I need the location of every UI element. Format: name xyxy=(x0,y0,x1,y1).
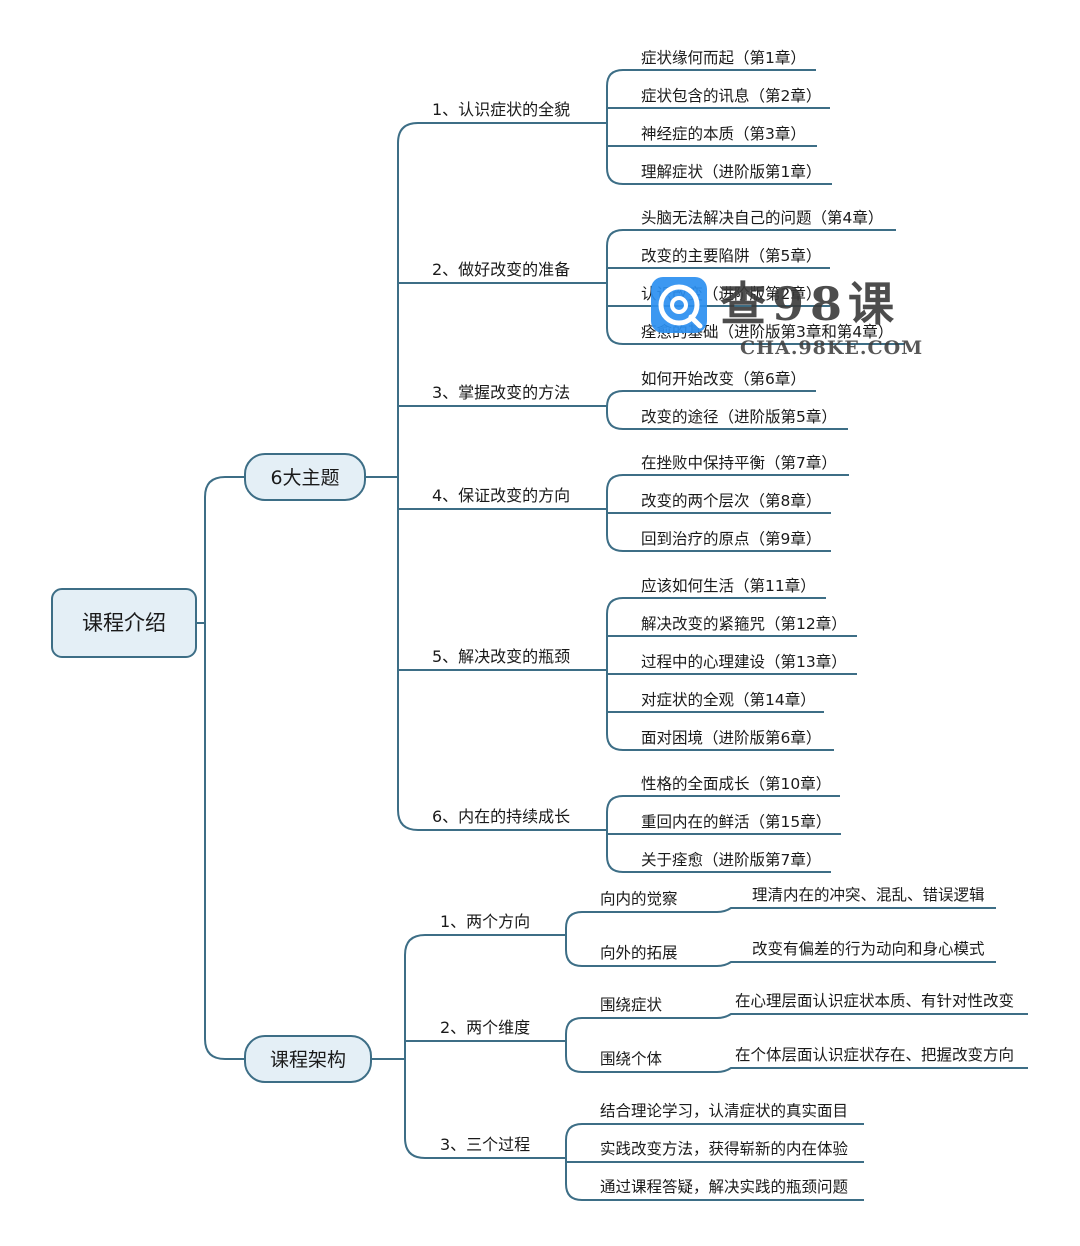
architecture-connector-branch xyxy=(404,934,560,956)
topic-group-6-connector-branch xyxy=(606,855,641,873)
architecture-detail-underline xyxy=(716,1067,1028,1073)
architecture-node: 课程架构 xyxy=(244,1035,372,1083)
topic-leaf: 过程中的心理建设（第13章） xyxy=(641,653,847,671)
architecture-group-1: 1、两个方向 xyxy=(440,912,530,931)
topic-leaf: 改变的途径（进阶版第5章） xyxy=(641,408,837,426)
topic-group-5-connector-branch xyxy=(606,733,641,751)
topic-leaf: 改变的主要陷阱（第5章） xyxy=(641,247,821,265)
topic-leaf: 在挫败中保持平衡（第7章） xyxy=(641,454,837,472)
architecture-detail: 在个体层面认识症状存在、把握改变方向 xyxy=(735,1046,1014,1064)
root-node: 课程介绍 xyxy=(51,588,197,658)
topics-connector-branch xyxy=(397,122,600,144)
topic-leaf: 症状缘何而起（第1章） xyxy=(641,49,806,67)
topic-group-2: 2、做好改变的准备 xyxy=(432,260,570,279)
architecture-leaf: 向内的觉察 xyxy=(600,890,678,908)
topic-leaf: 头脑无法解决自己的问题（第4章） xyxy=(641,209,883,227)
architecture-leaf: 围绕个体 xyxy=(600,1050,663,1068)
topic-group-3: 3、掌握改变的方法 xyxy=(432,383,570,402)
root-node-box xyxy=(51,588,197,658)
architecture-connector-branch xyxy=(404,1137,560,1159)
topics-node-box xyxy=(244,453,366,501)
architecture-detail-underline xyxy=(716,1013,1028,1019)
architecture-leaf: 实践改变方法，获得崭新的内在体验 xyxy=(600,1140,849,1158)
topic-group-2-connector-branch xyxy=(606,229,641,247)
topics-connector-branch xyxy=(397,809,600,831)
topic-leaf: 解决改变的紧箍咒（第12章） xyxy=(641,615,847,633)
topic-leaf: 如何开始改变（第6章） xyxy=(641,370,806,388)
topic-group-3-connector-branch xyxy=(606,390,641,408)
topic-group-4-connector-branch xyxy=(606,534,641,552)
architecture-leaf: 向外的拓展 xyxy=(600,944,678,962)
architecture-group-1-connector-branch xyxy=(565,911,600,929)
logo-icon-ring xyxy=(658,284,700,326)
architecture-group-3-connector-branch xyxy=(565,1183,600,1201)
architecture-leaf: 结合理论学习，认清症状的真实面目 xyxy=(600,1102,848,1120)
topic-group-6: 6、内在的持续成长 xyxy=(432,807,570,826)
logo-icon-tail xyxy=(688,314,703,329)
architecture-detail: 改变有偏差的行为动向和身心模式 xyxy=(752,940,985,958)
architecture-detail-underline xyxy=(716,961,996,967)
root-connector-branch xyxy=(204,476,245,498)
topic-group-4: 4、保证改变的方向 xyxy=(432,486,570,505)
topic-leaf: 神经症的本质（第3章） xyxy=(641,125,806,143)
topic-group-1: 1、认识症状的全貌 xyxy=(432,100,570,119)
topic-group-1-connector-branch xyxy=(606,167,641,185)
topic-group-2-connector-branch xyxy=(606,327,641,345)
topic-group-1-connector-branch xyxy=(606,69,641,87)
architecture-group-2-connector-branch xyxy=(565,1055,600,1073)
architecture-node-label: 课程架构 xyxy=(270,1049,346,1071)
connector-lines xyxy=(196,69,1028,1201)
topic-group-6-connector-branch xyxy=(606,795,641,813)
architecture-group-3: 3、三个过程 xyxy=(440,1135,530,1154)
watermark-title: 查98课 xyxy=(720,277,900,331)
topic-leaf: 面对困境（进阶版第6章） xyxy=(641,728,821,747)
topic-group-5: 5、解决改变的瓶颈 xyxy=(432,647,570,666)
root-connector-branch xyxy=(204,1038,245,1060)
architecture-leaf: 围绕症状 xyxy=(600,996,663,1014)
architecture-group-2-connector-branch xyxy=(565,1017,600,1035)
topic-leaf: 性格的全面成长（第10章） xyxy=(641,775,831,793)
architecture-group-2: 2、两个维度 xyxy=(440,1018,530,1037)
topic-group-4-connector-branch xyxy=(606,474,641,492)
architecture-detail: 在心理层面认识症状本质、有针对性改变 xyxy=(735,992,1014,1010)
topic-group-3-connector-branch xyxy=(606,412,641,430)
watermark: 查98课 CHA.98KE.COM xyxy=(651,277,923,359)
topic-leaf: 理解症状（进阶版第1章） xyxy=(641,163,821,181)
logo-icon-core xyxy=(670,296,688,314)
watermark-logo-icon xyxy=(651,277,707,333)
topic-leaf: 应该如何生活（第11章） xyxy=(641,576,816,595)
topic-leaf: 关于痊愈（进阶版第7章） xyxy=(641,851,821,869)
topic-leaf: 症状包含的讯息（第2章） xyxy=(641,87,821,105)
architecture-detail-underline xyxy=(716,907,996,913)
architecture-node-box xyxy=(244,1035,372,1083)
root-node-label: 课程介绍 xyxy=(82,611,166,635)
watermark-url: CHA.98KE.COM xyxy=(740,337,923,359)
architecture-leaf: 通过课程答疑，解决实践的瓶颈问题 xyxy=(600,1178,848,1196)
topics-node-label: 6大主题 xyxy=(270,467,339,489)
topic-leaf: 对症状的全观（第14章） xyxy=(641,691,816,709)
topic-leaf: 回到治疗的原点（第9章） xyxy=(641,530,821,548)
topics-node: 6大主题 xyxy=(244,453,366,501)
architecture-detail: 理清内在的冲突、混乱、错误逻辑 xyxy=(752,886,985,904)
topic-leaf: 重回内在的鲜活（第15章） xyxy=(641,813,831,831)
topic-group-5-connector-branch xyxy=(606,597,641,615)
architecture-group-3-connector-branch xyxy=(565,1123,600,1141)
topic-leaf: 改变的两个层次（第8章） xyxy=(641,492,821,510)
architecture-group-1-connector-branch xyxy=(565,949,600,967)
